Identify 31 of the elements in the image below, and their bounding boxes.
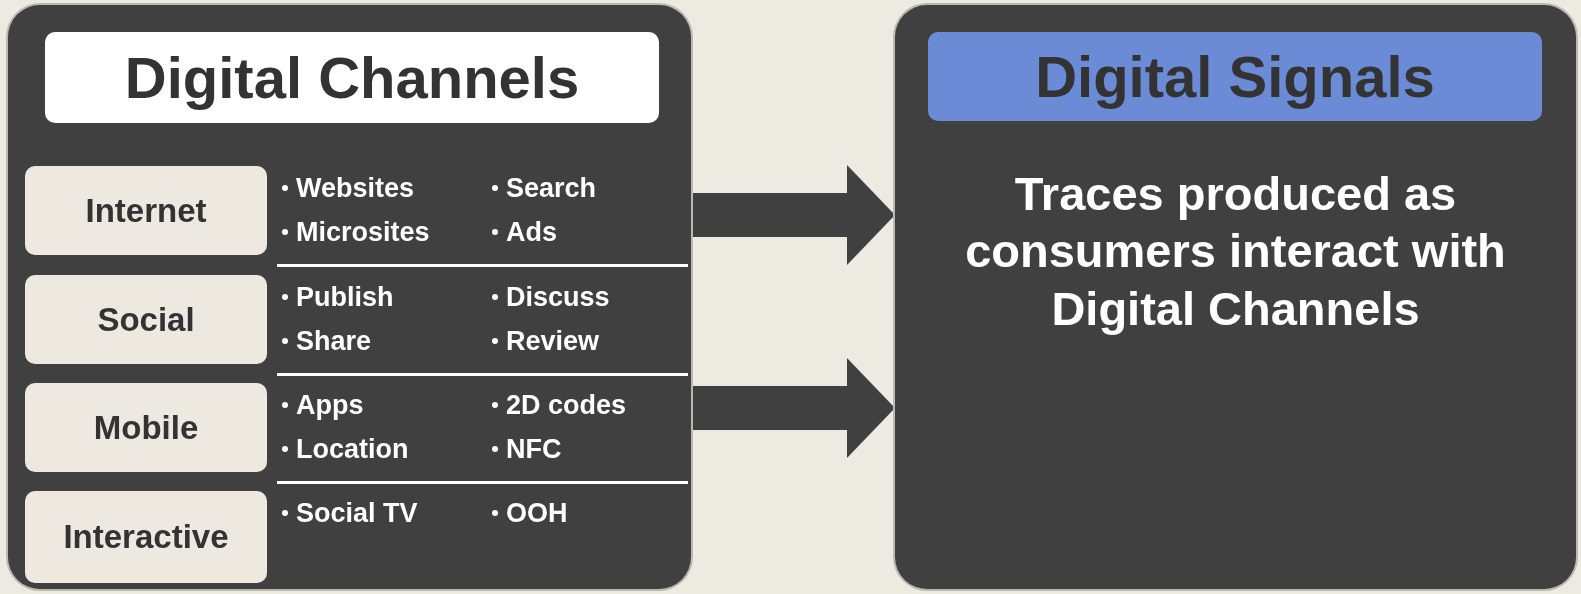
category-box xyxy=(25,383,267,472)
list-item-text: NFC xyxy=(506,433,562,465)
heading-text: Digital Channels xyxy=(124,44,580,111)
category-label: Mobile xyxy=(93,408,199,447)
list-item-text: Microsites xyxy=(296,216,430,248)
list-item-text: Discuss xyxy=(506,281,610,313)
heading-banner xyxy=(928,32,1542,121)
block-arrow xyxy=(691,165,895,265)
list-item-text: Location xyxy=(296,433,409,465)
category-box xyxy=(25,166,267,255)
list-item-text: Social TV xyxy=(296,497,418,529)
block-arrow xyxy=(691,358,895,458)
category-box xyxy=(25,491,267,583)
category-box xyxy=(25,275,267,364)
list-item-text: Review xyxy=(506,325,600,357)
heading-text: Digital Signals xyxy=(1035,43,1435,110)
list-item-text: Websites xyxy=(296,172,415,204)
panel-background xyxy=(8,5,691,589)
category-label: Internet xyxy=(85,191,207,230)
list-item-text: Apps xyxy=(296,389,364,421)
list-item-text: OOH xyxy=(506,497,568,529)
list-item-text: Share xyxy=(296,325,372,357)
category-label: Interactive xyxy=(63,518,229,556)
description-text: Traces produced as consumers interact with Digital Channels xyxy=(964,166,1507,337)
panel-background xyxy=(895,5,1576,589)
list-item-text: Publish xyxy=(296,281,394,313)
list-item-text: 2D codes xyxy=(506,389,627,421)
list-item-text: Search xyxy=(506,172,597,204)
heading-banner xyxy=(45,32,659,123)
category-label: Social xyxy=(97,300,195,339)
list-item-text: Ads xyxy=(506,216,557,248)
